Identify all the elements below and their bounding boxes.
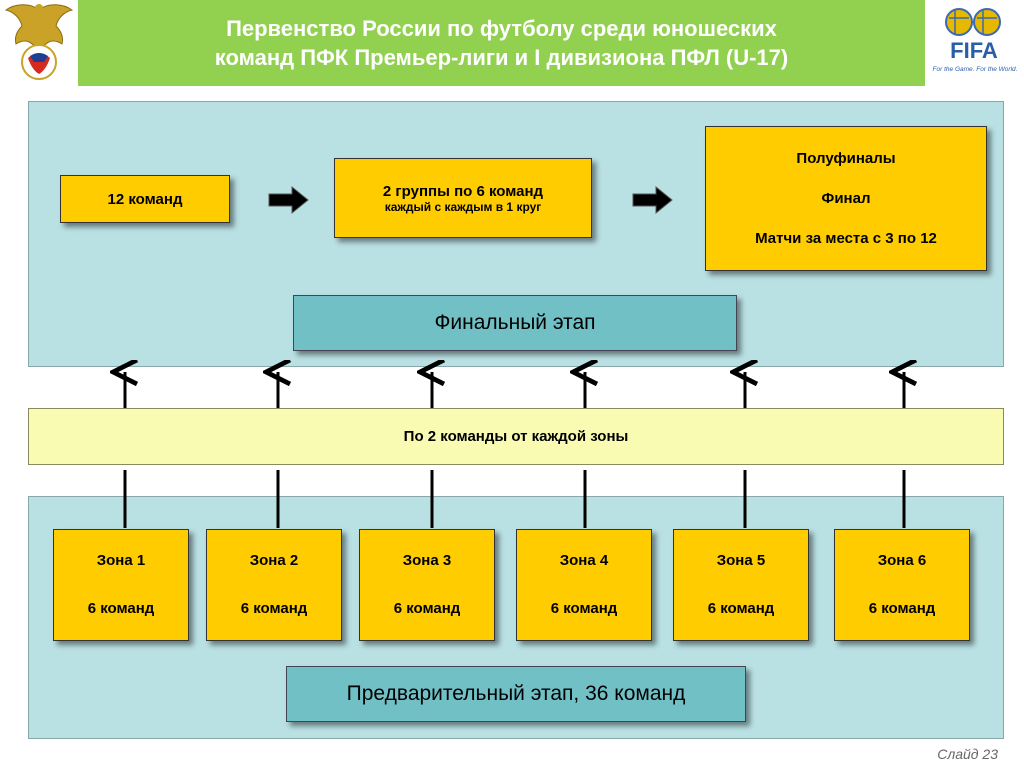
zone-teams: 6 команд — [868, 600, 936, 617]
title-line-1: Первенство России по футболу среди юноше… — [226, 16, 777, 41]
placement-matches-text: Матчи за места с 3 по 12 — [755, 230, 937, 247]
playoff-box: Полуфиналы Финал Матчи за места с 3 по 1… — [705, 126, 987, 271]
semifinals-text: Полуфиналы — [796, 150, 896, 167]
final-stage-label-text: Финальный этап — [434, 311, 596, 334]
zone-name: Зона 2 — [249, 552, 299, 569]
zone-name: Зона 6 — [877, 552, 927, 569]
zone-card-2: Зона 2 6 команд — [206, 529, 342, 641]
page-title: Первенство России по футболу среди юноше… — [78, 0, 925, 86]
rfu-logo — [0, 0, 78, 86]
zone-teams: 6 команд — [87, 600, 155, 617]
zone-teams: 6 команд — [393, 600, 461, 617]
zone-card-3: Зона 3 6 команд — [359, 529, 495, 641]
connector-arrows — [0, 360, 1024, 528]
teams-count-text: 12 команд — [107, 190, 183, 208]
zone-name: Зона 5 — [716, 552, 766, 569]
zone-name: Зона 4 — [559, 552, 609, 569]
groups-title: 2 группы по 6 команд — [382, 182, 544, 200]
groups-box: 2 группы по 6 команд каждый с каждым в 1… — [334, 158, 592, 238]
zone-name: Зона 3 — [402, 552, 452, 569]
zone-card-6: Зона 6 6 команд — [834, 529, 970, 641]
final-text: Финал — [821, 190, 871, 207]
zone-teams: 6 команд — [550, 600, 618, 617]
slide-number: Слайд 23 — [937, 746, 998, 762]
zone-name: Зона 1 — [96, 552, 146, 569]
fifa-logo: FIFA For the Game. For the World. — [925, 0, 1024, 86]
fifa-wordmark: FIFA — [950, 38, 998, 63]
zone-teams: 6 команд — [240, 600, 308, 617]
teams-count-box: 12 команд — [60, 175, 230, 223]
fifa-tagline: For the Game. For the World. — [932, 66, 1018, 73]
arrow-right-icon — [632, 185, 673, 215]
title-line-2: команд ПФК Премьер-лиги и I дивизиона ПФ… — [214, 45, 789, 70]
zone-card-1: Зона 1 6 команд — [53, 529, 189, 641]
qualification-band: По 2 команды от каждой зоны — [28, 408, 1004, 465]
qualification-text: По 2 команды от каждой зоны — [403, 428, 629, 445]
zone-card-5: Зона 5 6 команд — [673, 529, 809, 641]
preliminary-stage-label-text: Предварительный этап, 36 команд — [346, 682, 686, 705]
groups-format: каждый с каждым в 1 круг — [384, 199, 542, 214]
preliminary-stage-label: Предварительный этап, 36 команд — [286, 666, 746, 722]
zone-teams: 6 команд — [707, 600, 775, 617]
arrow-right-icon — [268, 185, 309, 215]
final-stage-label: Финальный этап — [293, 295, 737, 351]
zone-card-4: Зона 4 6 команд — [516, 529, 652, 641]
